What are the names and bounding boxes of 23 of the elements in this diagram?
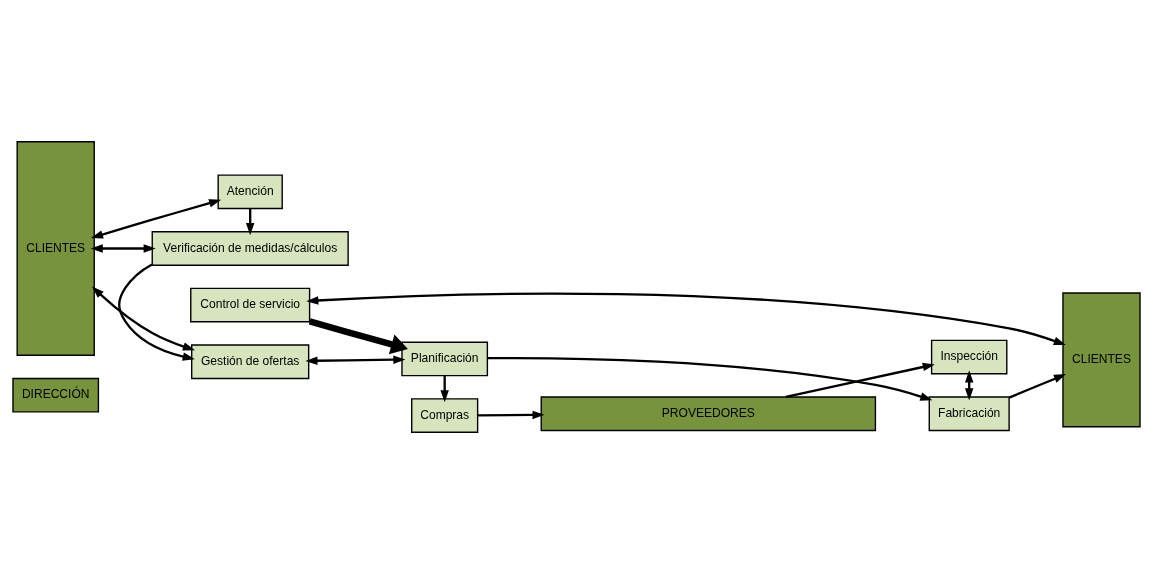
arrow — [487, 356, 933, 401]
node-box: Fabricación — [928, 395, 1010, 431]
node-box: Verificación de medidas/cálculos — [151, 230, 349, 266]
arrow — [1008, 373, 1067, 399]
node-box: Atención — [217, 173, 283, 209]
arrow — [92, 286, 195, 350]
node-box: Compras — [411, 397, 479, 433]
arrow — [785, 362, 935, 398]
node-box: CLIENTES — [1062, 291, 1141, 427]
node-box: CLIENTES — [16, 140, 95, 356]
arrow — [305, 354, 406, 365]
arrow — [306, 291, 1066, 345]
arrow — [308, 317, 408, 354]
node-box: DIRECCIÓN — [12, 377, 100, 413]
node-box: Control de servicio — [190, 287, 311, 322]
arrow — [477, 410, 545, 419]
node-box: PROVEEDORES — [540, 395, 877, 431]
arrow — [90, 243, 156, 253]
node-box: Planificación — [401, 341, 489, 376]
node-box: Inspección — [930, 339, 1008, 374]
arrow — [90, 198, 222, 239]
node-box: Gestión de ofertas — [191, 343, 310, 379]
arrow — [118, 262, 195, 361]
